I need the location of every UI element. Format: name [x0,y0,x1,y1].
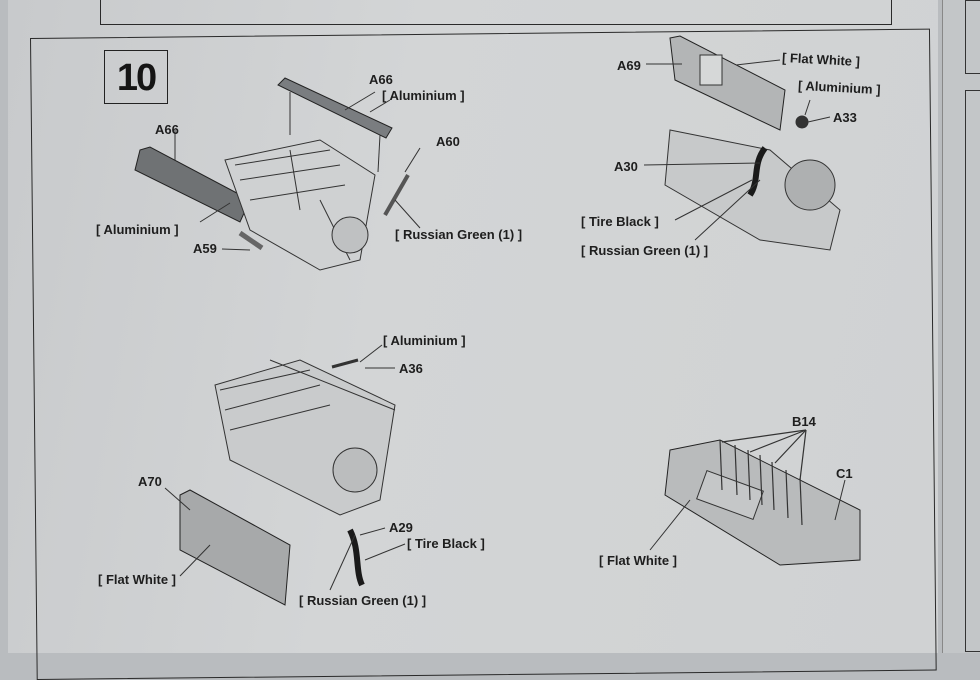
part-label-a60: A60 [436,134,460,149]
paint-label-flat-white: [ Flat White ] [98,572,176,587]
adjacent-page-panel [965,0,980,74]
floor-plate-illustration [649,429,861,566]
paint-label-russian-green: [ Russian Green (1) ] [581,243,709,258]
part-label-a29: A29 [389,520,413,535]
paint-label-tire-black: [ Tire Black ] [581,214,659,229]
paint-label-tire-black: [ Tire Black ] [407,536,485,551]
part-label-a33: A33 [833,110,857,125]
part-label-a30: A30 [614,159,638,174]
part-label-a66: A66 [369,72,393,87]
paint-label-flat-white: [ Flat White ] [599,553,677,568]
part-label-a59: A59 [193,241,217,256]
paint-label-russian-green: [ Russian Green (1) ] [395,227,523,242]
previous-step-panel [100,0,892,25]
paint-label-russian-green: [ Russian Green (1) ] [299,593,427,608]
paint-label-aluminium: [ Aluminium ] [382,88,465,103]
paint-label-aluminium: [ Aluminium ] [96,222,179,237]
engine-illustration-top-left [134,77,421,271]
paint-label-aluminium: [ Aluminium ] [383,333,466,348]
part-label-b14: B14 [792,414,816,429]
engine-illustration-top-right [643,35,841,251]
step-number: 10 [104,50,168,104]
assembly-illustrations [134,35,861,606]
part-label-a36: A36 [399,361,423,376]
part-label-a69: A69 [617,58,641,73]
part-label-a70: A70 [138,474,162,489]
engine-illustration-bottom-left [164,344,406,606]
adjacent-page [942,0,980,653]
part-label-c1: C1 [836,466,853,481]
part-label-a66: A66 [155,122,179,137]
adjacent-page-panel [965,90,980,652]
